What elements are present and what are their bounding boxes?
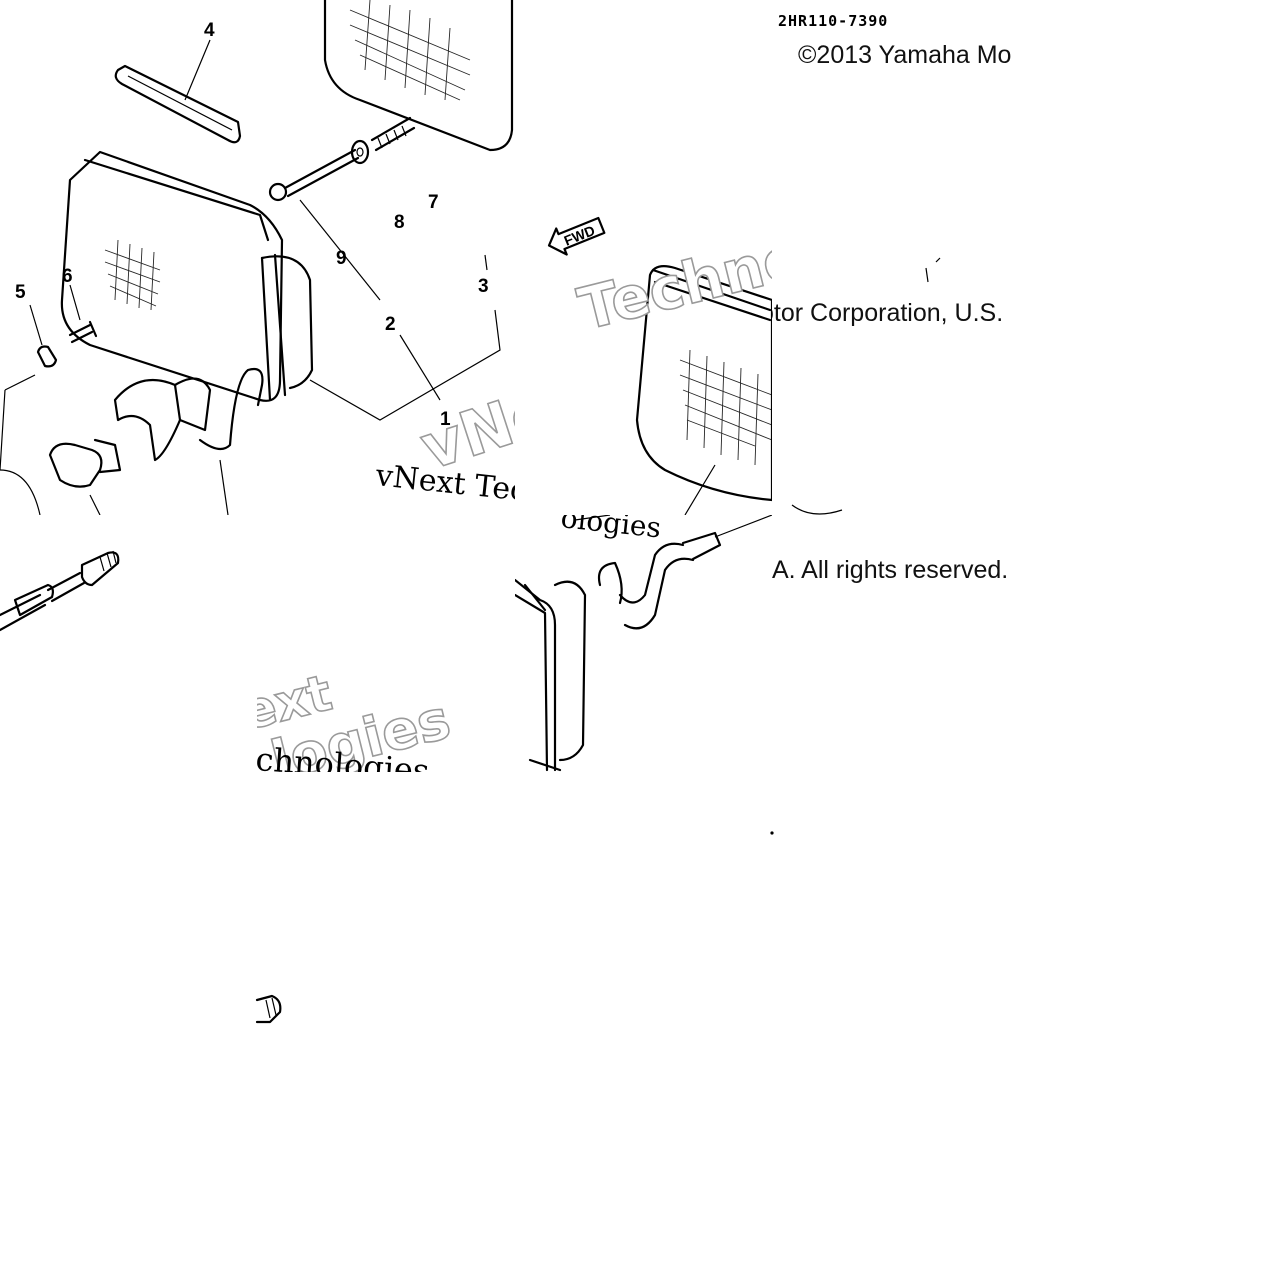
headlight-exploded-view: 4 7 8 9 3 2 1 6 5 vNe vNext Tec <box>0 0 515 515</box>
diagram-tile-mid-right: ologies <box>515 515 772 772</box>
diagram-tile-top-right: 2HR110-7390 ©2013 Yamaha Mo otor Corpora… <box>772 0 1029 515</box>
copyright-line-2: otor Corporation, U.S. <box>772 299 1004 327</box>
callout-7: 7 <box>428 192 439 213</box>
copyright-line-1: ©2013 Yamaha Mo <box>798 41 1012 69</box>
callout-3: 3 <box>478 276 489 297</box>
diagram-tile-mid-center: ext logies chnologies <box>257 515 515 772</box>
callout-4: 4 <box>204 20 215 41</box>
stray-dot <box>770 831 774 835</box>
connector-fragment <box>255 994 282 1024</box>
diagram-tile-top-middle: FWD Techno <box>515 0 772 515</box>
copyright-line-3: A. All rights reserved. <box>772 556 1009 584</box>
diagram-tile-mid-left <box>0 515 257 772</box>
callout-1: 1 <box>440 409 451 430</box>
watermark-serif-fragment: ologies <box>559 515 662 544</box>
diagram-tile-top-left: 4 7 8 9 3 2 1 6 5 vNe vNext Tec <box>0 0 515 515</box>
callout-6: 6 <box>62 266 73 287</box>
forward-arrow-icon: FWD <box>547 216 606 256</box>
watermark-fragment: Techno <box>572 222 772 343</box>
fwd-label: FWD <box>562 222 598 249</box>
callout-2: 2 <box>385 314 396 335</box>
diagram-tile-right: A. All rights reserved. <box>772 515 1029 772</box>
watermark-fragment: ext <box>257 664 337 742</box>
callout-8: 8 <box>394 212 405 233</box>
callout-5: 5 <box>15 282 26 303</box>
callout-9: 9 <box>336 248 347 269</box>
part-code-label: 2HR110-7390 <box>778 12 889 30</box>
watermark-serif-fragment: vNext Tec <box>373 458 515 509</box>
